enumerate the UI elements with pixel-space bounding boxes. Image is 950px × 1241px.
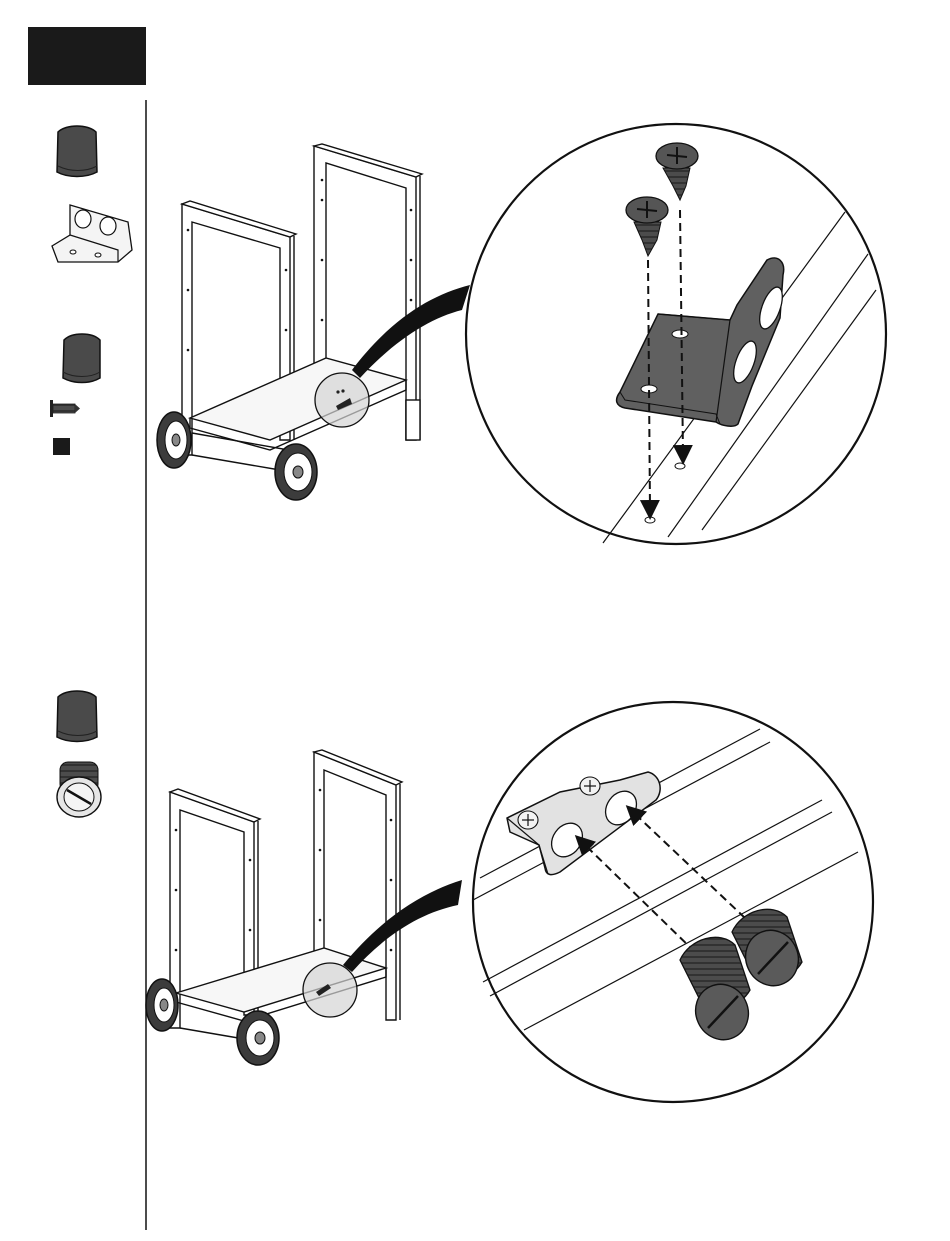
frame-holes-a — [187, 179, 413, 352]
wheel-right-a — [275, 444, 317, 500]
wheel-left-b — [146, 979, 178, 1031]
zoom-lens-b — [303, 963, 357, 1017]
knob-cap-icon — [57, 762, 101, 817]
zoom-lens-a — [315, 373, 369, 427]
screwdriver-icon — [53, 438, 70, 455]
glove-icon — [63, 334, 100, 383]
cart-frame-b — [170, 750, 402, 1040]
cart-frame-a — [182, 144, 422, 470]
zoom-connector-b — [343, 880, 462, 972]
glove-icon — [57, 126, 97, 177]
l-bracket-icon — [52, 205, 132, 262]
screw-icon — [50, 400, 80, 417]
glove-icon — [57, 691, 97, 742]
step-number-block — [28, 27, 146, 85]
wheel-right-b — [237, 1011, 279, 1065]
wheel-left-a — [157, 412, 191, 468]
cap-insert-detail — [473, 702, 873, 1102]
